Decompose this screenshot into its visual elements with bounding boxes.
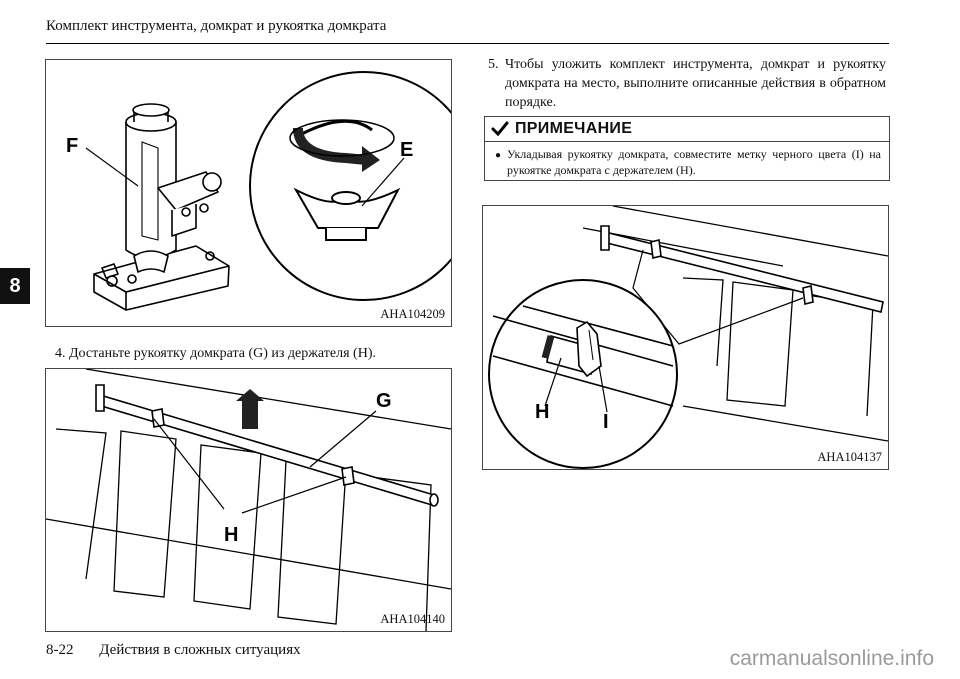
section-title: Действия в сложных ситуациях bbox=[99, 642, 301, 658]
note-header: ПРИМЕЧАНИЕ bbox=[485, 117, 889, 142]
handle-stow-illustration: H I bbox=[488, 206, 888, 469]
step-5: 5. Чтобы уложить комплект инструмента, д… bbox=[488, 55, 886, 112]
note-body: ● Укладывая рукоятку домкрата, совместит… bbox=[485, 142, 889, 178]
bullet: ● bbox=[495, 150, 502, 161]
callout-f: F bbox=[66, 135, 78, 157]
check-mark-icon bbox=[491, 121, 509, 137]
callout-h: H bbox=[535, 401, 549, 423]
handle-remove-illustration: G H bbox=[46, 369, 451, 631]
figure-handle-stow: H I AHA104137 bbox=[482, 205, 889, 470]
figure-code: AHA104140 bbox=[380, 612, 445, 626]
figure-jack: F E AHA104209 bbox=[45, 59, 452, 327]
step-text: Достаньте рукоятку домкрата (G) из держа… bbox=[69, 346, 376, 361]
header-rule bbox=[46, 43, 889, 44]
chapter-tab[interactable]: 8 bbox=[0, 268, 30, 304]
figure-code: AHA104137 bbox=[817, 450, 882, 464]
callout-i: I bbox=[603, 411, 609, 433]
figure-code: AHA104209 bbox=[380, 307, 445, 321]
figure-handle-remove: G H AHA104140 bbox=[45, 368, 452, 632]
note-text: Укладывая рукоятку домкрата, совместите … bbox=[507, 147, 881, 177]
step-4: 4. Достаньте рукоятку домкрата (G) из де… bbox=[55, 344, 450, 363]
callout-h: H bbox=[224, 524, 238, 546]
step-number: 4. bbox=[55, 346, 66, 361]
running-header: Комплект инструмента, домкрат и рукоятка… bbox=[46, 18, 387, 34]
watermark: carmanualsonline.info bbox=[729, 647, 934, 670]
note-box: ПРИМЕЧАНИЕ ● Укладывая рукоятку домкрата… bbox=[484, 116, 890, 181]
callout-g: G bbox=[376, 390, 392, 412]
note-title: ПРИМЕЧАНИЕ bbox=[515, 120, 633, 137]
step-text: Чтобы уложить комплект инструмента, домк… bbox=[505, 57, 886, 110]
page-number: 8-22 bbox=[46, 642, 74, 658]
callout-e: E bbox=[400, 139, 413, 161]
step-number: 5. bbox=[488, 57, 499, 72]
running-footer: 8-22 Действия в сложных ситуациях bbox=[46, 642, 301, 659]
jack-illustration: F E bbox=[66, 71, 451, 311]
